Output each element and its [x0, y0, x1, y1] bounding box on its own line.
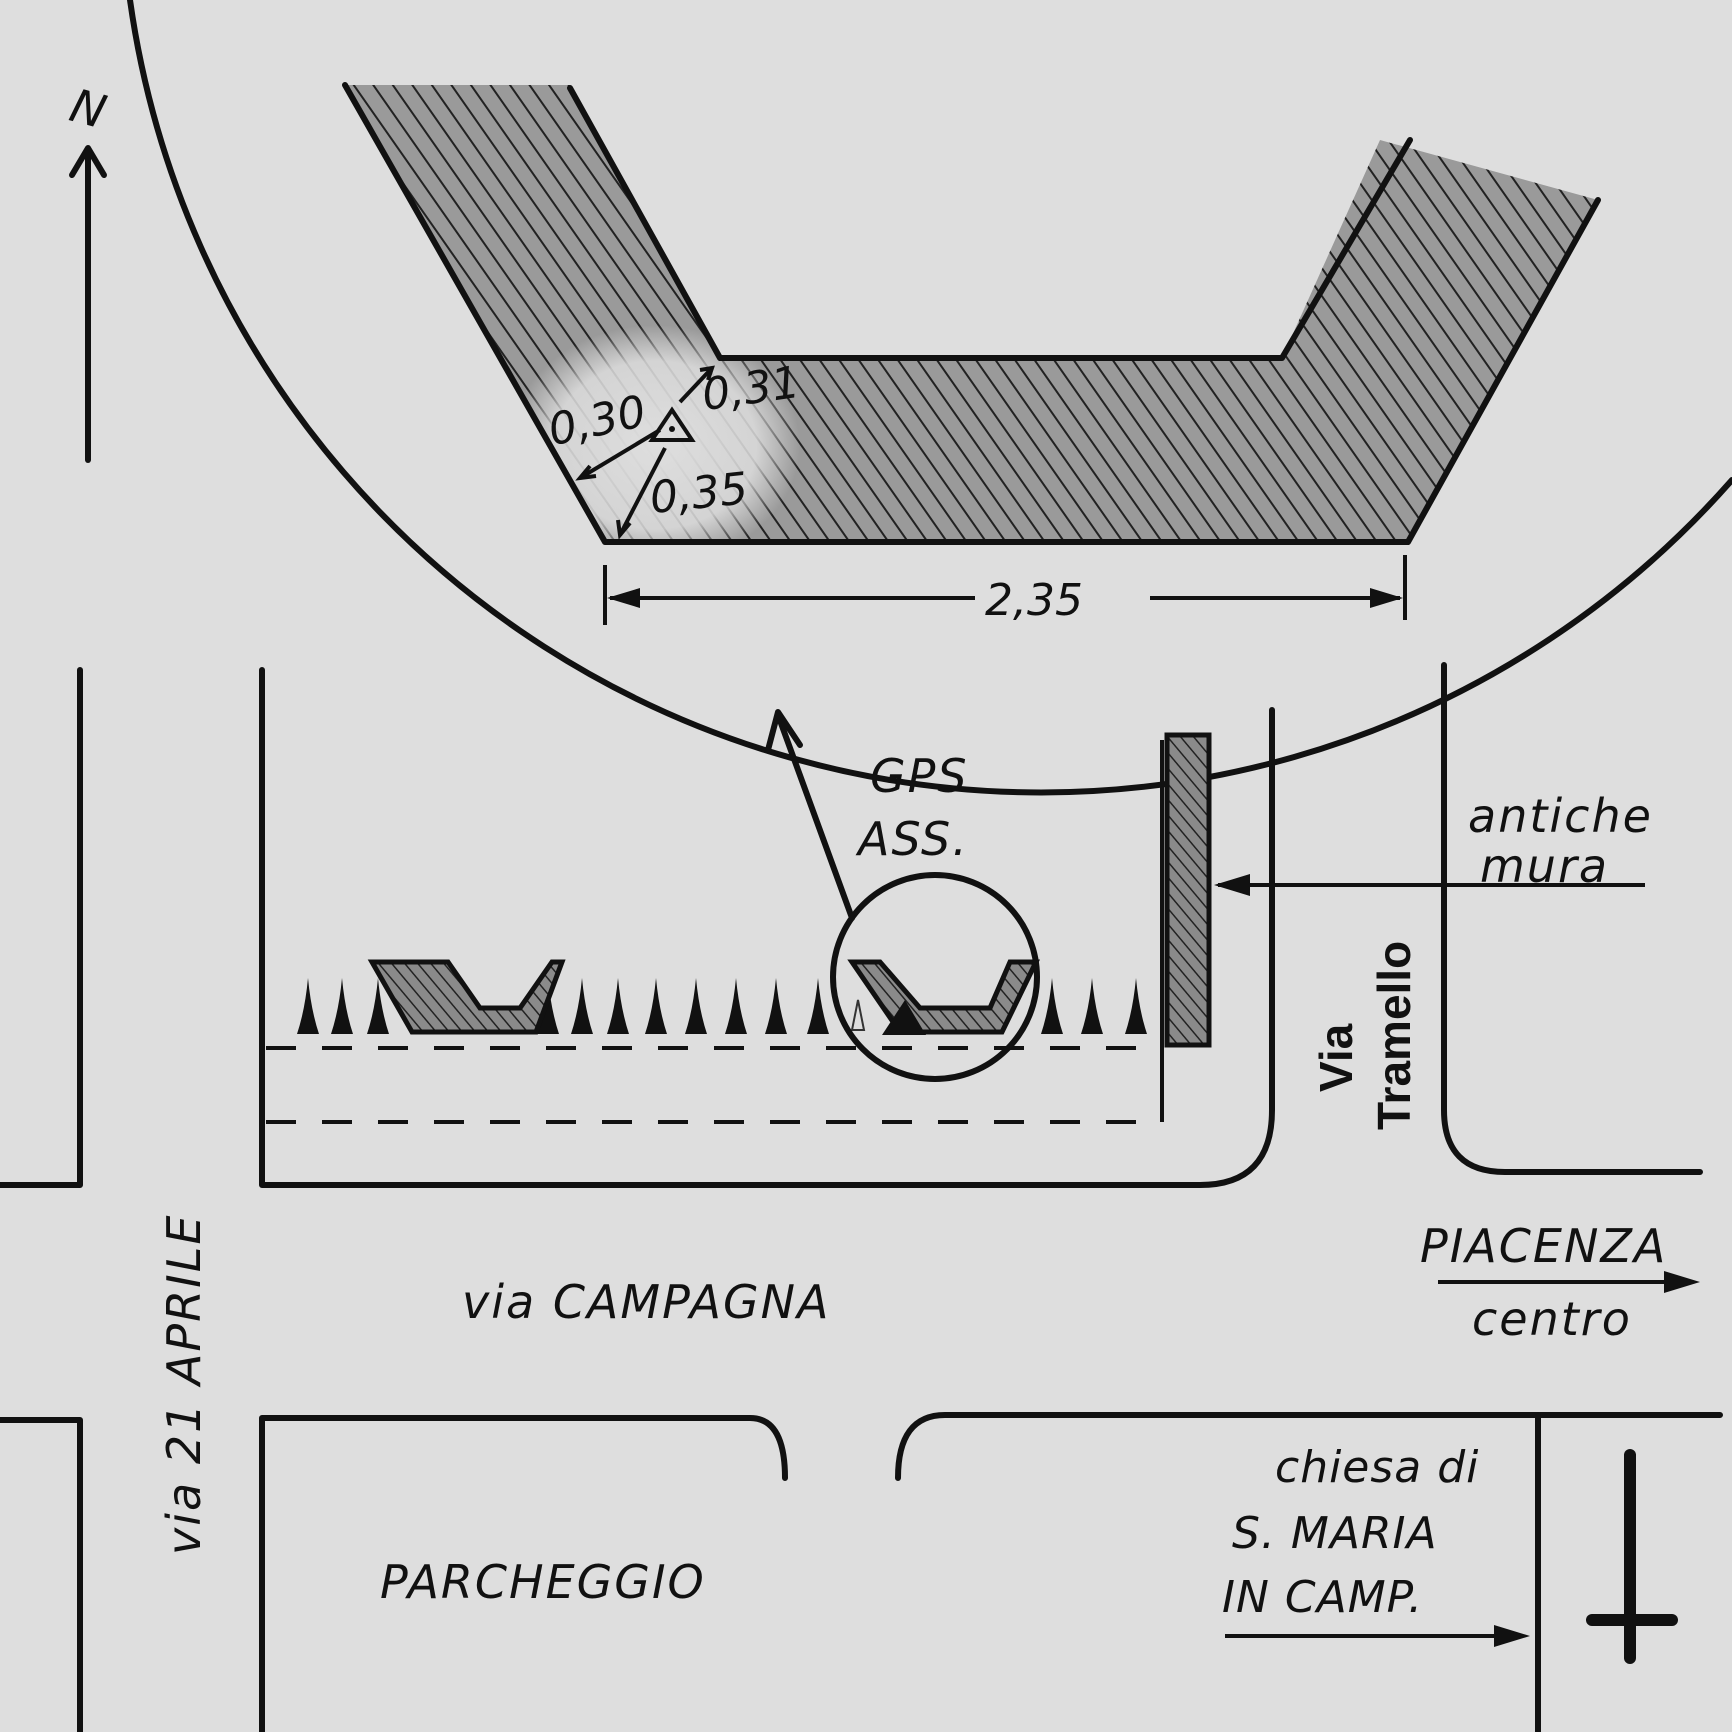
ancient-wall — [1164, 732, 1212, 1048]
centro-label: centro — [1472, 1292, 1632, 1346]
fence-spike — [725, 978, 747, 1034]
piacenza-arrow — [1438, 1271, 1700, 1293]
chiesa-label-3: IN CAMP. — [1222, 1572, 1423, 1623]
antiche-mura-label-1: antiche — [1468, 789, 1653, 843]
gps-label-1: GPS — [870, 749, 969, 803]
via-campagna-label: via CAMPAGNA — [462, 1275, 831, 1329]
parcheggio-label: PARCHEGGIO — [380, 1555, 706, 1609]
fence-spike — [1125, 978, 1147, 1034]
fence-spike — [571, 978, 593, 1034]
base-section — [342, 82, 1601, 565]
mura-pointer — [1214, 874, 1645, 896]
piacenza-label: PIACENZA — [1420, 1219, 1667, 1273]
detail-inset: 0,30 0,31 0,35 2,35 — [127, 0, 1732, 796]
church-cross-icon — [1586, 1449, 1678, 1664]
antiche-mura-label-2: mura — [1480, 839, 1609, 893]
chiesa-label-2: S. MARIA — [1232, 1508, 1438, 1559]
gps-label-2: ASS. — [855, 812, 969, 866]
via-tramello-label-1: Via — [1310, 1023, 1362, 1092]
north-label: N — [65, 78, 114, 140]
gps-point-icon — [882, 1000, 926, 1035]
width-dimension: 2,35 — [603, 555, 1407, 626]
via-21-aprile-label: via 21 APRILE — [157, 1214, 211, 1555]
fence-spike — [765, 978, 787, 1034]
dimension-width: 2,35 — [985, 575, 1083, 626]
fence-spike — [331, 978, 353, 1034]
benchmark-triangle-icon — [648, 406, 696, 442]
via-tramello-label-2: Tramello — [1368, 941, 1420, 1130]
fence-spike — [685, 978, 707, 1034]
fence-spike — [1081, 978, 1103, 1034]
north-arrow: N — [65, 78, 114, 463]
fence-spike — [645, 978, 667, 1034]
chiesa-label-1: chiesa di — [1275, 1442, 1479, 1493]
small-base-right — [847, 959, 1040, 1035]
small-base-left — [367, 959, 566, 1035]
fence-spike — [807, 978, 829, 1034]
fence-spike — [1041, 978, 1063, 1034]
fence-spike — [607, 978, 629, 1034]
fence-spikes — [297, 978, 1147, 1034]
dimension-d3: 0,35 — [647, 463, 750, 524]
fence-spike — [297, 978, 319, 1034]
fence-spike — [367, 978, 389, 1034]
chiesa-arrow — [1225, 1625, 1530, 1647]
zoom-callout — [765, 709, 1040, 1082]
